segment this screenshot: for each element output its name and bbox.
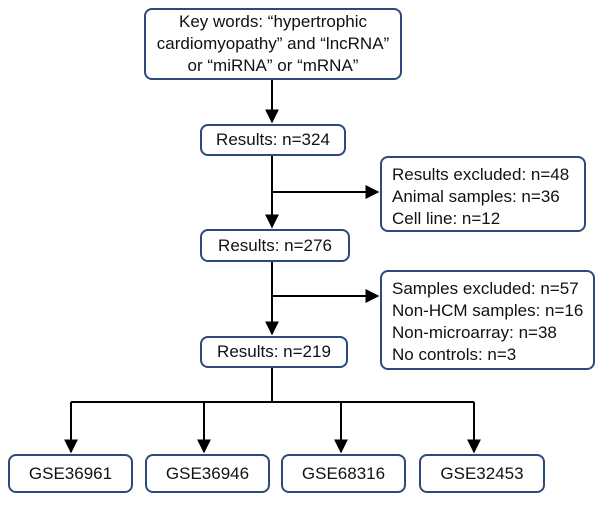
dataset-label: GSE68316 bbox=[301, 463, 386, 483]
dataset-box-gse32453: GSE32453 bbox=[419, 454, 545, 493]
results-box-2: Results: n=276 bbox=[200, 229, 350, 262]
excluded-1-line-3: Cell line: n=12 bbox=[392, 209, 501, 228]
results-2-label: Results: n=276 bbox=[218, 235, 332, 255]
dataset-box-gse68316: GSE68316 bbox=[281, 454, 406, 493]
excluded-box-1: Results excluded: n=48 Animal samples: n… bbox=[380, 156, 586, 232]
keywords-box: Key words: “hypertrophic cardiomyopathy”… bbox=[144, 8, 402, 80]
dataset-label: GSE36946 bbox=[165, 463, 250, 483]
keywords-line-3: or “miRNA” or “mRNA” bbox=[187, 56, 359, 75]
excluded-2-line-4: No controls: n=3 bbox=[392, 345, 517, 364]
results-1-label: Results: n=324 bbox=[216, 130, 330, 149]
excluded-2-line-2: Non-HCM samples: n=16 bbox=[392, 301, 584, 320]
excluded-1-line-1: Results excluded: n=48 bbox=[392, 165, 570, 184]
excluded-2-line-1: Samples excluded: n=57 bbox=[392, 279, 579, 298]
excluded-2-line-3: Non-microarray: n=38 bbox=[392, 323, 557, 342]
dataset-box-gse36946: GSE36946 bbox=[145, 454, 270, 493]
keywords-line-2: cardiomyopathy” and “lncRNA” bbox=[156, 34, 390, 53]
excluded-1-line-2: Animal samples: n=36 bbox=[392, 187, 560, 206]
dataset-label: GSE32453 bbox=[440, 463, 524, 483]
results-3-label: Results: n=219 bbox=[217, 342, 331, 361]
results-box-1: Results: n=324 bbox=[200, 124, 346, 156]
keywords-line-1: Key words: “hypertrophic bbox=[178, 12, 368, 31]
results-box-3: Results: n=219 bbox=[200, 336, 348, 368]
excluded-box-2: Samples excluded: n=57 Non-HCM samples: … bbox=[380, 270, 595, 370]
dataset-label: GSE36961 bbox=[28, 463, 113, 483]
dataset-box-gse36961: GSE36961 bbox=[8, 454, 133, 493]
